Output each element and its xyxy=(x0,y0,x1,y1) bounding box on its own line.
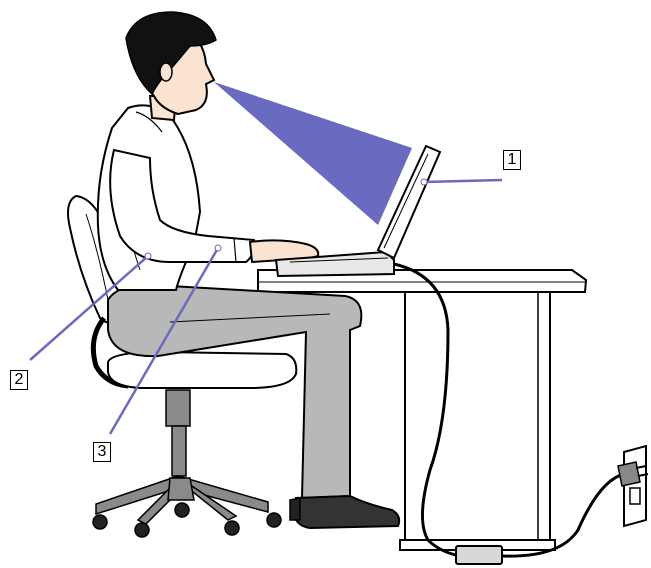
laptop-computer xyxy=(274,144,442,278)
callout-3-forearm-label: 3 xyxy=(93,442,111,462)
desk xyxy=(257,269,588,551)
callout-1-screen-label: 1 xyxy=(503,150,521,170)
sight-cone xyxy=(214,82,412,225)
power-cable xyxy=(393,262,625,565)
seated-user-figure xyxy=(96,11,401,530)
callout-2-elbow-label: 2 xyxy=(10,370,28,390)
wall-outlet-icon xyxy=(617,444,649,528)
callout-leader-lines xyxy=(29,178,503,435)
